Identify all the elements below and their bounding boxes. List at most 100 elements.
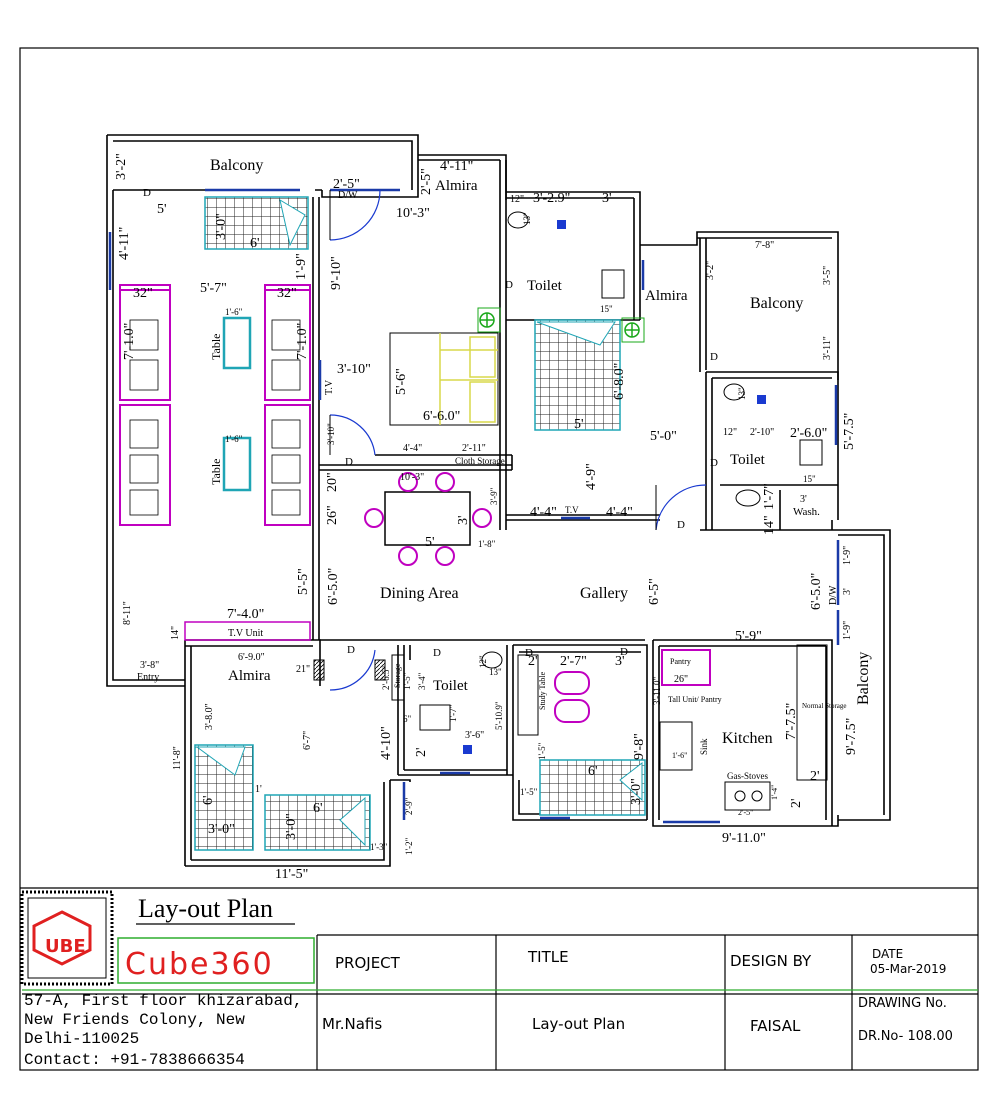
dining-table bbox=[364, 472, 492, 566]
room-balcony-top: Balcony bbox=[210, 157, 263, 174]
label-dw-1: D/W bbox=[338, 190, 358, 201]
layout-title: Lay-out Plan bbox=[138, 894, 273, 923]
label-normal-storage: Normal Storage bbox=[802, 702, 847, 710]
sofa-sets bbox=[119, 284, 311, 526]
dim-d_5b: 5' bbox=[425, 535, 435, 550]
dim-d_2t: 2' bbox=[414, 747, 429, 757]
dim-d_3_0bed2: 3'-0" bbox=[284, 813, 299, 840]
dim-d_1_5s: 1'-5" bbox=[537, 742, 547, 760]
dim-d_15: 15" bbox=[600, 304, 613, 314]
svg-text:D: D bbox=[347, 644, 355, 656]
svg-text:D: D bbox=[505, 279, 513, 291]
table-1-shape bbox=[222, 316, 252, 370]
dim-d_3c: 3' bbox=[615, 654, 625, 669]
dim-d_14b: 14" bbox=[762, 515, 777, 535]
company-name: Cube360 bbox=[125, 947, 274, 982]
dim-d_3w: 3' bbox=[800, 494, 807, 505]
dim-d_3_9: 3'-9" bbox=[489, 487, 499, 505]
room-almira-mid: Almira bbox=[645, 288, 688, 304]
dim-d_6_8_0: 6'-8.0" bbox=[612, 363, 627, 400]
dim-d_9_8: 9'-8" bbox=[632, 733, 647, 760]
dim-d_3_0s: 3'-0" bbox=[629, 778, 644, 805]
dim-d_6bed: 6' bbox=[201, 795, 216, 805]
dim-d_1_5s2: 1'-5" bbox=[520, 787, 538, 797]
address-line-1: 57-A, First floor khizarabad, bbox=[24, 992, 302, 1010]
bed-top bbox=[204, 196, 309, 250]
svg-text:D: D bbox=[710, 351, 718, 363]
dim-d_4_9: 4'-9" bbox=[584, 463, 599, 490]
dim-d_5_7_5: 5'-7.5" bbox=[842, 413, 857, 450]
room-entry: Entry bbox=[137, 672, 159, 683]
design-label: DESIGN BY bbox=[730, 952, 812, 970]
dim-d_5_bed: 5' bbox=[574, 417, 584, 432]
label-sink: Sink bbox=[699, 738, 709, 755]
dim-d_7_7_5: 7'-7.5" bbox=[784, 703, 799, 740]
dim-d_6bed2: 6' bbox=[313, 801, 323, 816]
date-value: 05-Mar-2019 bbox=[870, 962, 946, 976]
svg-text:D: D bbox=[677, 519, 685, 531]
room-toilet-bottom: Toilet bbox=[433, 678, 469, 694]
dim-d_15b: 15" bbox=[803, 474, 816, 484]
title-block: UBE Lay-out Plan Cube360 57-A, First flo… bbox=[20, 890, 978, 1070]
dim-d_1_5: 1'-5" bbox=[402, 672, 412, 690]
title-label: TITLE bbox=[527, 948, 569, 966]
dim-d_3_6: 3'-6" bbox=[465, 730, 484, 741]
bed-bottom-mid bbox=[264, 794, 371, 851]
label-table-2: Table bbox=[209, 459, 223, 485]
dim-d_3_0bed: 3'-0" bbox=[208, 822, 235, 837]
dim-d_5_10_9: 5'-10.9" bbox=[494, 701, 504, 730]
dim-d_2_7: 2'-7" bbox=[560, 654, 587, 669]
dim-d_13: 13" bbox=[522, 212, 532, 225]
dim-d_3_2: 3'-2" bbox=[114, 153, 129, 180]
dim-d_4_10: 4'-10" bbox=[379, 726, 394, 760]
dim-d_13b: 13" bbox=[737, 387, 747, 400]
dim-d_3_2r: 3'-2" bbox=[705, 261, 716, 280]
sheet-border bbox=[19, 47, 979, 1071]
dim-d_7_8: 7'-8" bbox=[755, 240, 774, 251]
dim-d_9_11_0: 9'-11.0" bbox=[722, 831, 766, 846]
dim-d_2_9: 2'-9" bbox=[404, 797, 414, 815]
label-tv-small: T.V bbox=[565, 505, 579, 515]
dim-d_11_8: 11'-8" bbox=[172, 746, 183, 770]
dim-d_6_5_0b: 6'-5.0" bbox=[809, 573, 824, 610]
dim-d_1_6b: 1'-6" bbox=[225, 434, 243, 444]
dim-d_4_11_top: 4'-11" bbox=[440, 159, 473, 174]
dim-d_6: 6' bbox=[250, 236, 260, 251]
dim-d_2: 2' bbox=[528, 654, 538, 669]
dim-d_1_9: 1'-9" bbox=[294, 253, 309, 280]
contact-line: Contact: +91-7838666354 bbox=[24, 1051, 245, 1069]
room-toilet-top: Toilet bbox=[527, 278, 563, 294]
dim-d_6s: 6' bbox=[588, 764, 598, 779]
table-2-shape bbox=[222, 436, 252, 492]
drawing-label: DRAWING No. bbox=[858, 996, 947, 1011]
label-gas-stoves: Gas-Stoves bbox=[727, 771, 768, 781]
svg-text:D: D bbox=[525, 647, 533, 659]
drawing-value: DR.No- 108.00 bbox=[858, 1029, 953, 1044]
dim-d_3_4: 3'-4" bbox=[417, 672, 427, 690]
dim-d_5_6: 5'-6" bbox=[394, 368, 409, 395]
walls bbox=[106, 134, 891, 867]
dim-d_2_10: 2'-10" bbox=[750, 427, 774, 438]
dim-d_4_4a: 4'-4" bbox=[530, 505, 557, 520]
room-balcony-right: Balcony bbox=[855, 652, 872, 705]
room-almira-bottom: Almira bbox=[228, 668, 271, 684]
dim-d_12: 12" bbox=[510, 194, 524, 205]
dim-d_8_11: 8'-11" bbox=[122, 601, 133, 625]
dim-d_6_7: 6'-7" bbox=[302, 731, 313, 750]
dim-d_32b: 32" bbox=[277, 286, 297, 301]
project-value: Mr.Nafis bbox=[322, 1015, 382, 1033]
dim-d_1_9b: 1'-9" bbox=[842, 546, 853, 565]
bed-center bbox=[534, 319, 621, 431]
dim-d_3_10v: 3'-10" bbox=[326, 423, 336, 445]
dim-d_12c: 12" bbox=[478, 655, 488, 668]
dim-d_3_top: 3' bbox=[602, 191, 612, 206]
label-study-table: Study Table bbox=[538, 671, 547, 710]
dim-d_3r: 3' bbox=[842, 588, 853, 595]
dim-d_2_11: 2'-11" bbox=[462, 443, 486, 454]
dim-d_7_4_0: 7'-4.0" bbox=[227, 607, 264, 622]
doors bbox=[329, 189, 707, 691]
label-dw-2: D/W bbox=[828, 585, 839, 605]
date-label: DATE bbox=[872, 947, 903, 961]
